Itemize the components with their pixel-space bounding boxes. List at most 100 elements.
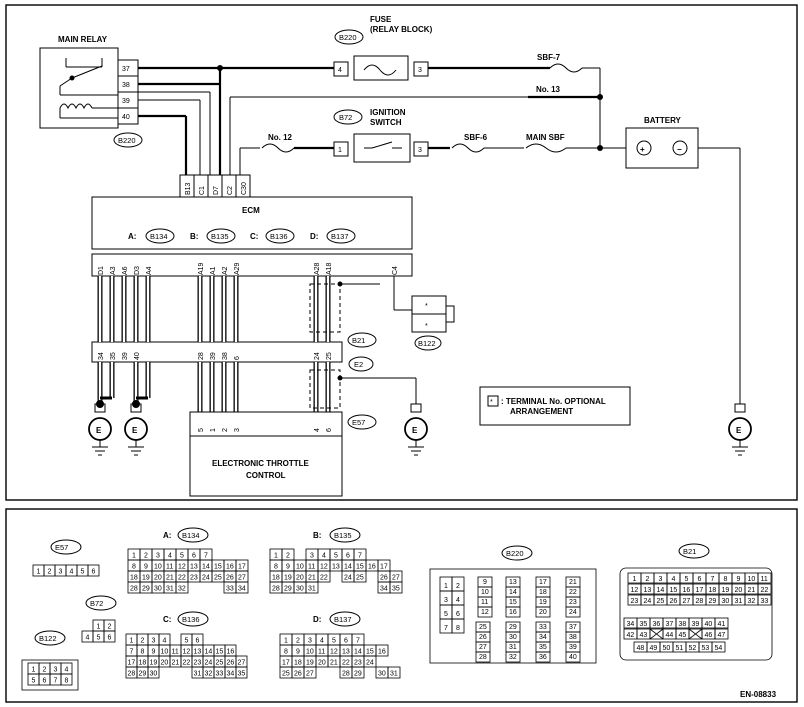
- b135-cell-label: 31: [308, 586, 316, 593]
- b21-cell-label: 53: [702, 645, 710, 652]
- relay-pin-38: 38: [122, 82, 130, 89]
- b21-cell-label: 35: [640, 621, 648, 628]
- b135-cell-label: 13: [332, 564, 340, 571]
- b135-cell-label: 35: [392, 586, 400, 593]
- b134-cell-label: 31: [166, 586, 174, 593]
- b134-cell-label: 25: [214, 575, 222, 582]
- b135-cell-label: 15: [356, 564, 364, 571]
- b21-cell-label: 48: [637, 645, 645, 652]
- b72-tag: B72: [339, 113, 352, 122]
- b220-cell-label: 27: [479, 644, 487, 651]
- b135-cell-label: 25: [356, 575, 364, 582]
- b136-cell: [147, 666, 160, 679]
- b137-tag: B137: [331, 232, 349, 241]
- b220-cell-label: 35: [539, 644, 547, 651]
- b134-cell-label: 11: [166, 564, 173, 571]
- ecm-bottom-pin: D3: [134, 266, 141, 275]
- b220-cell-label: 12: [481, 609, 489, 616]
- b135-cell-label: 30: [296, 586, 304, 593]
- b21-cell-label: 38: [679, 621, 687, 628]
- b137-cell-label: 8: [284, 649, 288, 656]
- b72-cell-label: 6: [108, 635, 112, 642]
- connector-frame: [5, 508, 798, 703]
- b135-cell-label: 14: [344, 564, 352, 571]
- b134-cell-label: 7: [204, 553, 208, 560]
- b21-cell-label: 19: [722, 587, 730, 594]
- b122-tag: B122: [418, 339, 436, 348]
- b122-cell-label: 3: [54, 667, 58, 674]
- b220-cell-label: 39: [569, 644, 577, 651]
- ecm-pin-d7: D7: [213, 186, 220, 195]
- b21-cell-label: 16: [683, 587, 691, 594]
- b134-cell-label: 29: [142, 586, 150, 593]
- battery-label: BATTERY: [644, 116, 682, 125]
- b21-cell-label: 13: [644, 587, 652, 594]
- b21-cell-label: 40: [705, 621, 713, 628]
- b135-cell: [305, 581, 319, 594]
- main-relay-label: MAIN RELAY: [58, 35, 108, 44]
- b137-cell-label: 14: [354, 649, 362, 656]
- b220-cell-label: 19: [539, 599, 547, 606]
- b220-cell-label: 14: [509, 589, 517, 596]
- b137-cell-label: 22: [342, 660, 350, 667]
- b134-cell-label: 2: [144, 553, 148, 560]
- b122-cell-label: 8: [65, 678, 69, 685]
- b21-cell-label: 33: [761, 598, 769, 605]
- ecm-label: ECM: [242, 206, 260, 215]
- b122-cell-label: 6: [43, 678, 47, 685]
- b136-cell-label: 6: [196, 638, 200, 645]
- b220-cell-label: 23: [569, 599, 577, 606]
- b220-cell-label: 30: [509, 634, 517, 641]
- b135-cell-label: 11: [308, 564, 315, 571]
- b136-oval: [177, 611, 209, 627]
- b137-cell-label: 21: [330, 660, 338, 667]
- b122-pin-2: *: [425, 323, 428, 330]
- ecm-prefix-d: D:: [310, 232, 318, 241]
- b134-cell-label: 32: [178, 586, 186, 593]
- diagram-frame: [5, 4, 798, 501]
- b21-cell-label: 46: [705, 632, 713, 639]
- b137-cell-label: 26: [294, 671, 302, 678]
- b134-cell-label: 18: [130, 575, 138, 582]
- e57-oval: [50, 539, 82, 555]
- b21-cell-label: 23: [631, 598, 639, 605]
- b135-cell: [353, 570, 367, 583]
- b136-cell-label: 18: [139, 660, 147, 667]
- b122-cell: [60, 673, 73, 686]
- b134-cell-label: 12: [178, 564, 186, 571]
- b220-cell-label: 1: [444, 583, 448, 590]
- b135-cell-label: 34: [380, 586, 388, 593]
- b220-cell-label: 38: [569, 634, 577, 641]
- ecm-bottom-pin: A19: [198, 262, 205, 275]
- no12-label: No. 12: [268, 133, 293, 142]
- b135-cell-label: 8: [274, 564, 278, 571]
- b21-cell: [757, 583, 772, 595]
- b134-cell: [175, 581, 189, 594]
- b137-cell-label: 1: [284, 638, 288, 645]
- b135-cell-label: 20: [296, 575, 304, 582]
- b21-cell-label: 24: [644, 598, 652, 605]
- b220-cell-label: 11: [481, 599, 488, 606]
- doc-id: EN-08833: [740, 690, 777, 699]
- b134-cell-label: 3: [156, 553, 160, 560]
- ground-1-label: E: [96, 426, 102, 435]
- note-line-1: : TERMINAL No. OPTIONAL: [501, 397, 606, 406]
- b21-cell-label: 41: [718, 621, 726, 628]
- ecm-pin-b13: B13: [185, 182, 192, 195]
- b137-cell-label: 24: [366, 660, 374, 667]
- b21-pin: 24: [314, 352, 321, 360]
- b21-cell: [711, 641, 726, 653]
- etc-pin: 4: [314, 428, 321, 432]
- main-sbf-label: MAIN SBF: [526, 133, 565, 142]
- b21-oval: [678, 543, 710, 559]
- b136-cell-label: 10: [161, 649, 169, 656]
- b136-cell-label: 4: [163, 638, 167, 645]
- b134-cell-label: 23: [190, 575, 198, 582]
- ecm-prefix-c: C:: [250, 232, 258, 241]
- relay-pin-39: 39: [122, 98, 130, 105]
- ign-pin-1: 1: [338, 147, 342, 154]
- b21-cell-label: 26: [670, 598, 678, 605]
- b220-oval: [501, 545, 533, 561]
- e57-cell-label: 6: [92, 569, 96, 576]
- b137-cell-label: 30: [378, 671, 386, 678]
